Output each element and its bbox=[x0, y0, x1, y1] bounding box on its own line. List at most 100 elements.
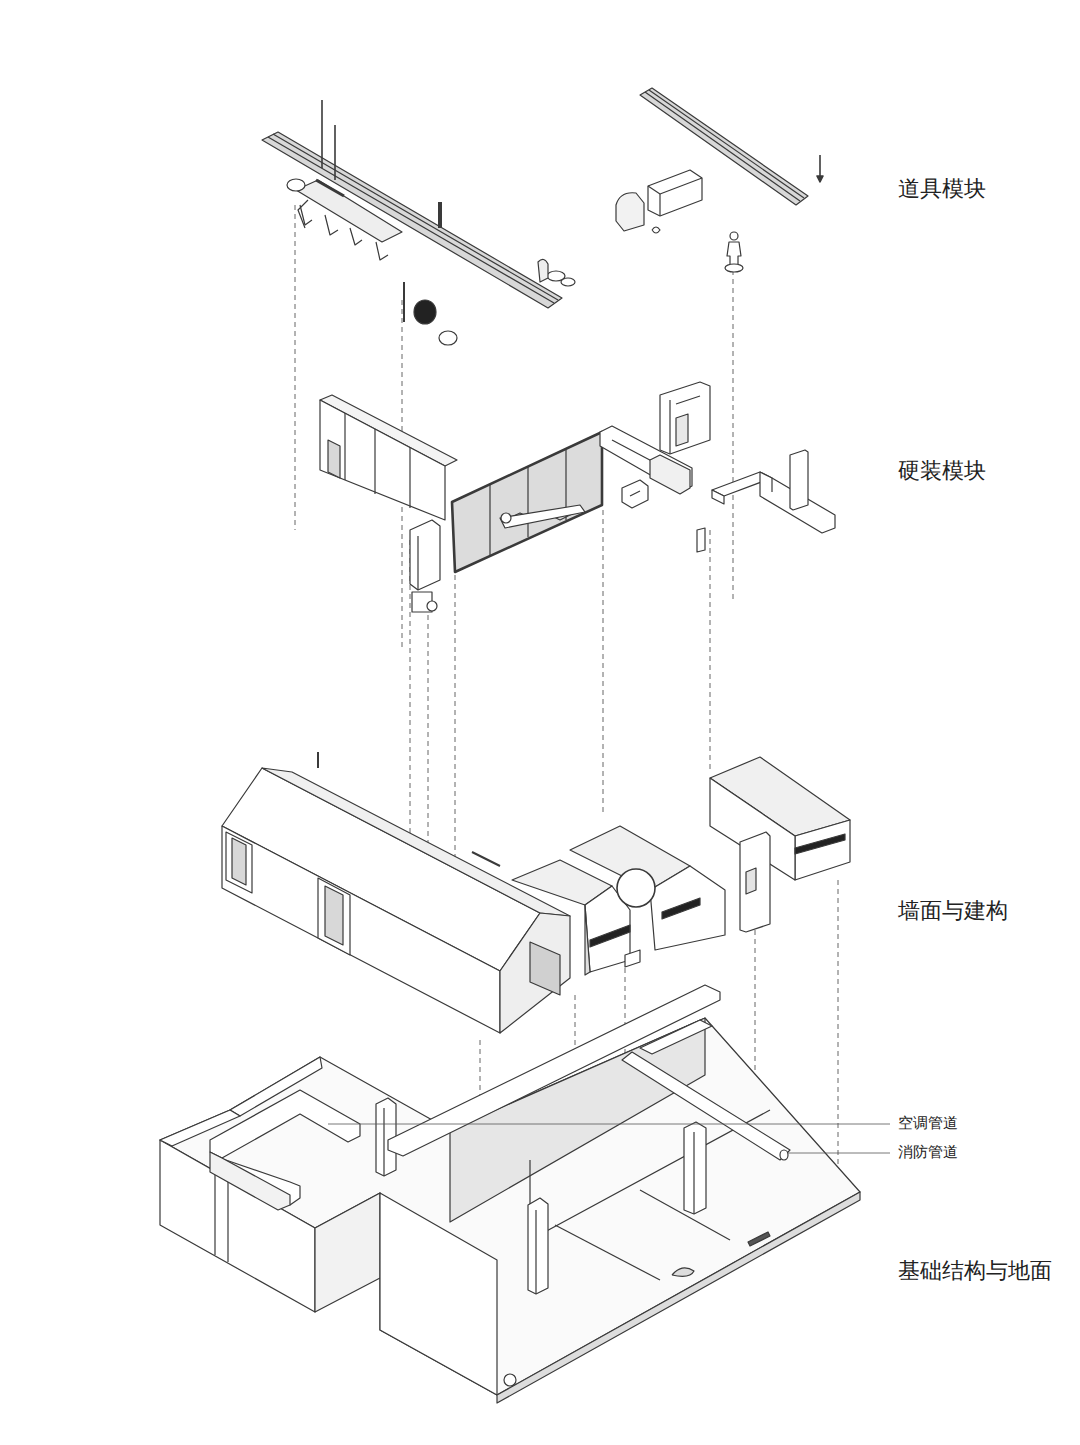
pendant-rod bbox=[334, 125, 336, 180]
lounge-chair bbox=[414, 300, 436, 324]
long-gable-house bbox=[232, 838, 246, 885]
feature-wall bbox=[452, 432, 602, 572]
track-rail bbox=[268, 137, 554, 303]
long-gable-house bbox=[472, 852, 500, 866]
sofa-and-vitrine bbox=[652, 227, 660, 233]
screen-panel bbox=[660, 382, 710, 552]
small-gable-house bbox=[617, 869, 655, 907]
base-floor bbox=[497, 1192, 860, 1403]
pendant-rod bbox=[819, 155, 821, 178]
wall-panel bbox=[410, 520, 440, 590]
layer-label: 道具模块 bbox=[898, 176, 986, 202]
side-table bbox=[561, 278, 575, 286]
sofa-and-vitrine bbox=[616, 193, 644, 231]
screen-panel bbox=[669, 400, 670, 454]
column bbox=[693, 1132, 694, 1214]
table-and-chairs bbox=[287, 179, 305, 191]
small-gable-house bbox=[585, 905, 590, 975]
lounge-chair bbox=[403, 282, 405, 322]
wall-panel bbox=[344, 413, 345, 480]
wall-panel bbox=[320, 395, 457, 612]
pendant-rod bbox=[438, 202, 442, 228]
base-floor bbox=[160, 1018, 860, 1403]
sofa-and-vitrine bbox=[648, 170, 702, 216]
projection-line bbox=[733, 270, 734, 600]
layer-label: 硬装模块 bbox=[898, 458, 986, 484]
table-and-chairs bbox=[298, 200, 308, 228]
gable-house-right bbox=[795, 834, 845, 854]
pendant-rod bbox=[321, 100, 323, 168]
duct-piece bbox=[650, 455, 690, 494]
fire-pipe bbox=[780, 1150, 788, 1160]
long-gable-house bbox=[226, 832, 252, 893]
gable-house-right bbox=[746, 868, 756, 894]
table-and-chairs bbox=[300, 205, 312, 225]
gable-house-right bbox=[710, 757, 850, 932]
feature-wall bbox=[489, 485, 490, 555]
leader-line bbox=[788, 1153, 890, 1154]
callout-label: 消防管道 bbox=[898, 1143, 958, 1161]
small-gable-house bbox=[650, 866, 725, 950]
sofa-and-vitrine bbox=[616, 170, 702, 233]
long-gable-house bbox=[222, 826, 500, 1033]
base-floor bbox=[380, 1193, 497, 1395]
side-table bbox=[538, 259, 575, 286]
long-gable-house bbox=[500, 913, 570, 1033]
column bbox=[684, 1122, 706, 1214]
wall-panel bbox=[409, 447, 410, 508]
sofa-and-vitrine bbox=[659, 194, 660, 216]
ac-duct bbox=[210, 1152, 290, 1210]
long-gable-house bbox=[222, 752, 570, 1033]
base-floor bbox=[160, 1140, 315, 1312]
base-floor bbox=[748, 1232, 770, 1246]
side-table bbox=[538, 259, 548, 282]
duct-piece bbox=[622, 480, 648, 508]
long-gable-house bbox=[530, 942, 560, 995]
callout-label: 空调管道 bbox=[898, 1114, 958, 1132]
base-floor bbox=[555, 1225, 660, 1280]
bench-piece bbox=[712, 490, 724, 504]
small-gable-house bbox=[662, 898, 700, 919]
fire-pipe bbox=[622, 1020, 790, 1160]
screen-panel bbox=[676, 396, 700, 404]
fire-pipe bbox=[622, 1052, 790, 1160]
table-and-chairs bbox=[287, 179, 402, 260]
screen-panel bbox=[660, 382, 710, 454]
human-figure bbox=[725, 232, 743, 272]
projection-line bbox=[295, 205, 296, 530]
leader-line bbox=[328, 1124, 890, 1153]
feature-wall bbox=[500, 505, 585, 528]
leader-line bbox=[328, 1124, 890, 1125]
table-and-chairs bbox=[316, 180, 344, 196]
small-gable-house bbox=[625, 950, 640, 967]
bench-piece bbox=[790, 450, 808, 510]
wall-panel bbox=[320, 400, 445, 520]
lounge-chair bbox=[404, 282, 457, 345]
table-and-chairs bbox=[350, 228, 362, 245]
table-and-chairs bbox=[296, 180, 402, 242]
table-and-chairs bbox=[376, 242, 388, 260]
track-rail bbox=[273, 134, 558, 300]
bench-piece bbox=[771, 478, 772, 492]
sofa-and-vitrine bbox=[660, 178, 702, 194]
projection-line bbox=[710, 530, 711, 770]
pendant-rod bbox=[322, 100, 823, 228]
column bbox=[535, 1210, 536, 1294]
pendant-rod bbox=[817, 176, 823, 182]
layer-label: 基础结构与地面 bbox=[898, 1258, 1052, 1284]
lounge-chair bbox=[439, 331, 457, 345]
base-floor bbox=[504, 1374, 516, 1386]
base-floor bbox=[672, 1268, 694, 1277]
gable-house-right bbox=[795, 820, 850, 880]
feature-wall bbox=[527, 467, 528, 537]
projection-line bbox=[838, 880, 839, 1185]
bench-piece bbox=[712, 450, 835, 533]
track-rail bbox=[262, 88, 808, 308]
wall-panel bbox=[328, 440, 340, 478]
column bbox=[383, 1108, 384, 1176]
track-rail bbox=[262, 132, 562, 308]
projection-line bbox=[455, 575, 456, 900]
projection-line bbox=[603, 510, 604, 815]
long-gable-house bbox=[317, 752, 319, 768]
human-figure bbox=[730, 232, 738, 240]
